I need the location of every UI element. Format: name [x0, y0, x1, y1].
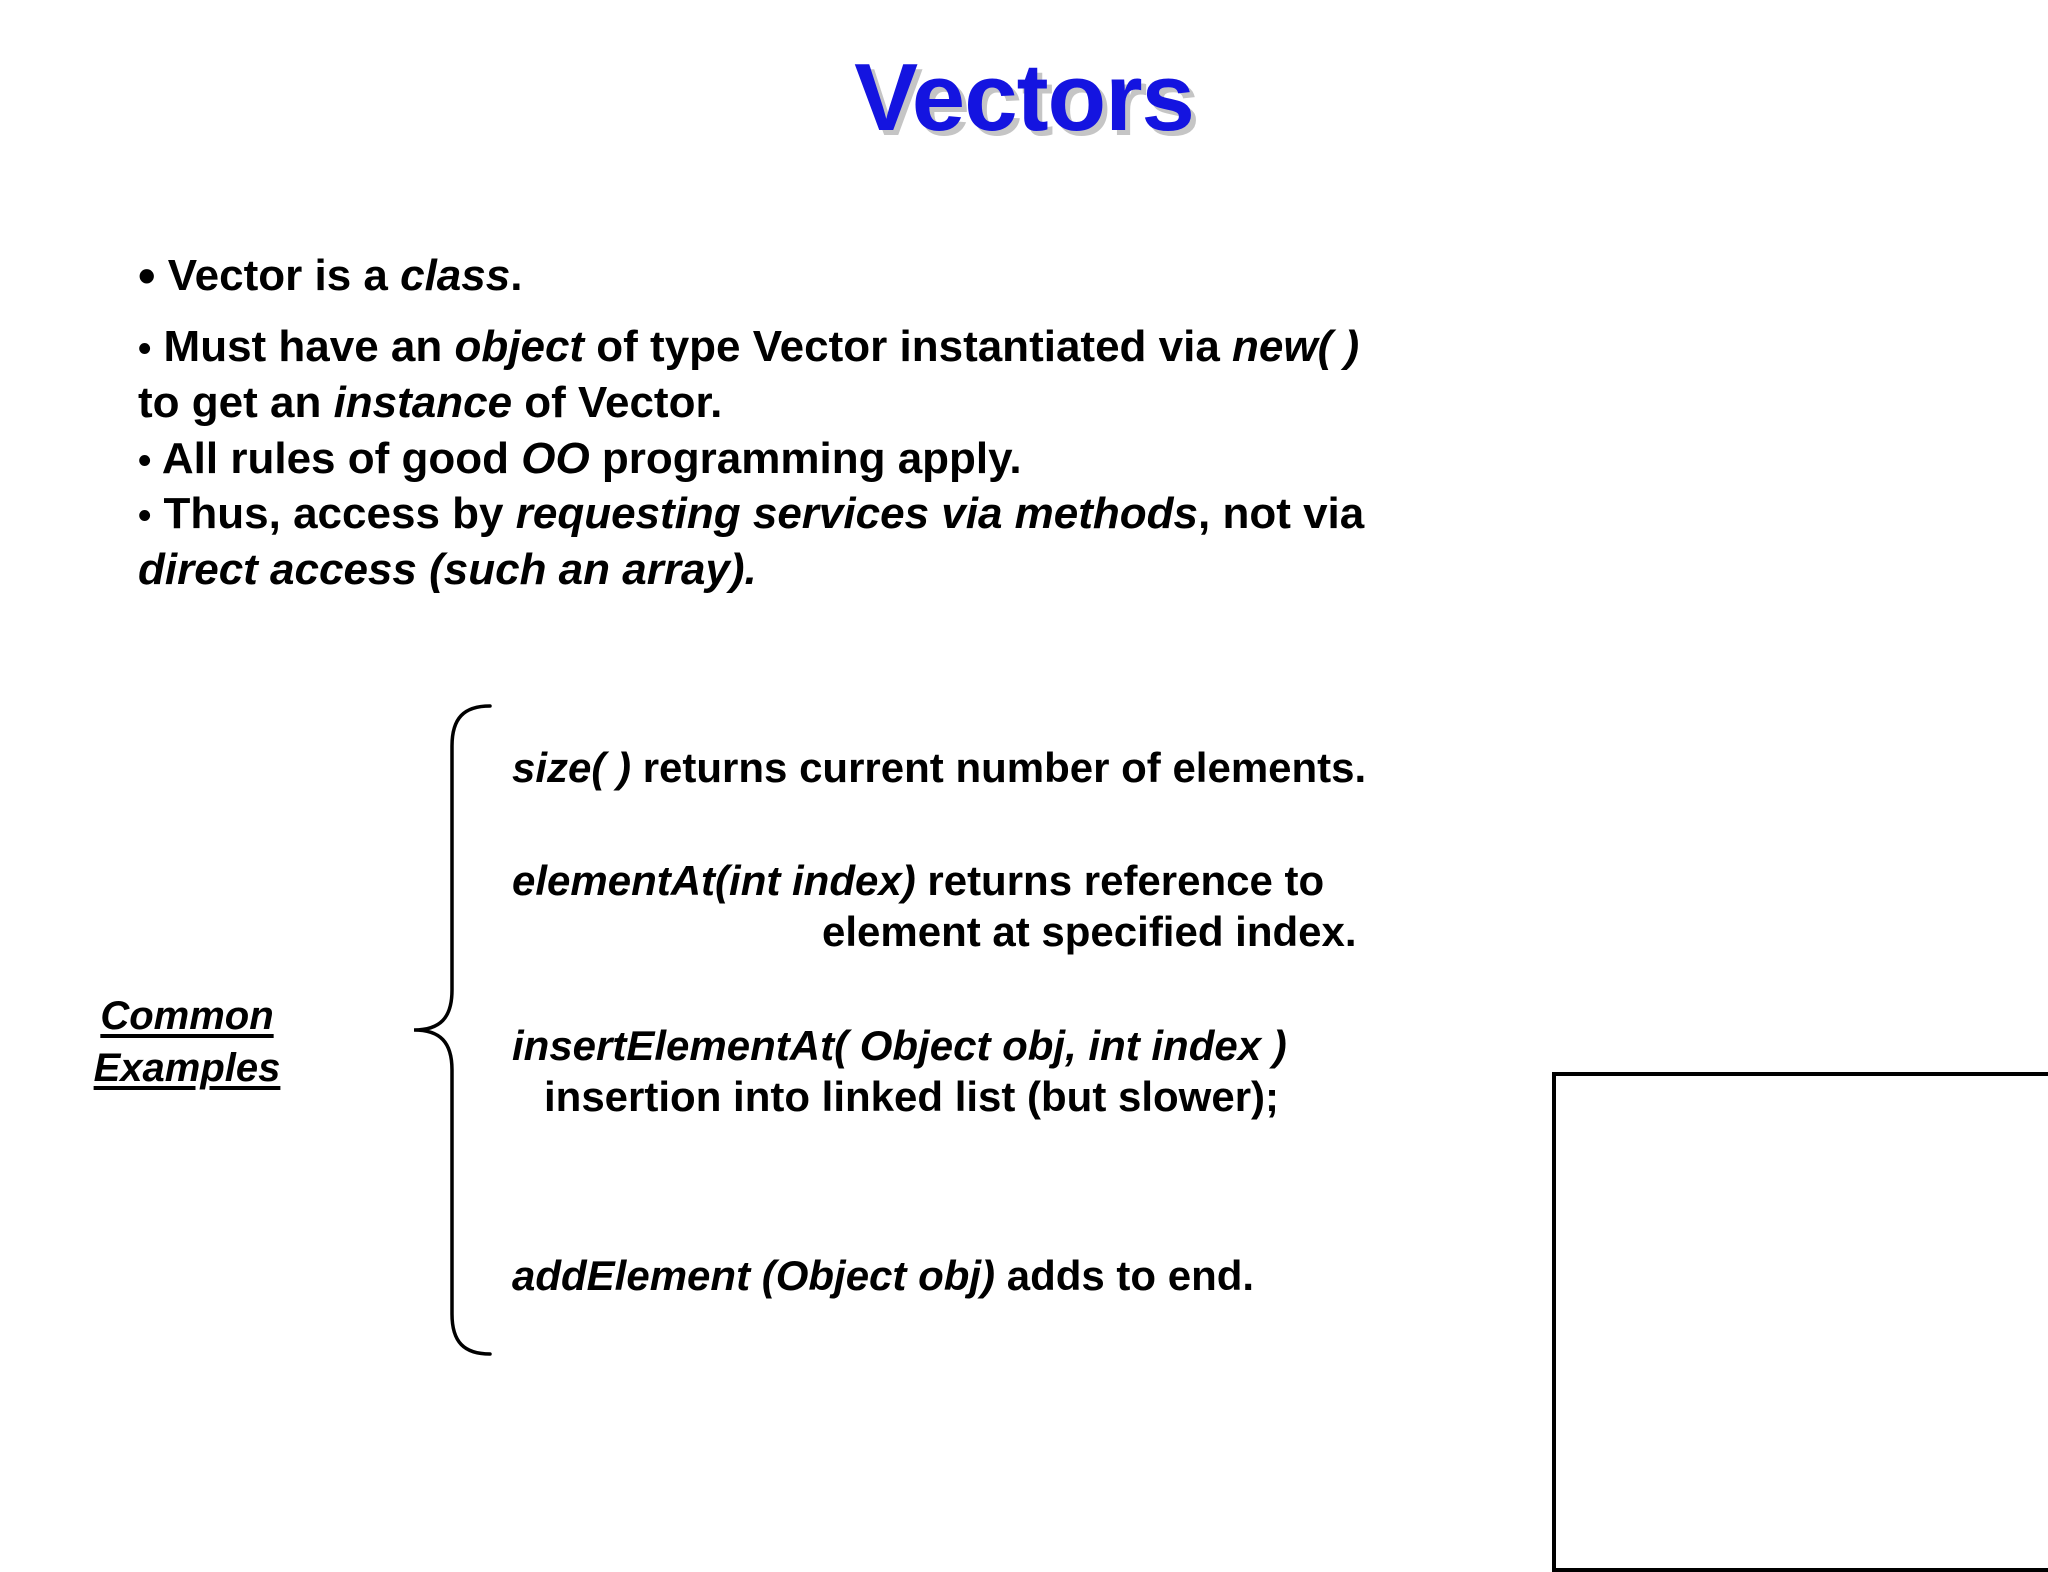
seg-italic: instance [333, 377, 513, 427]
method-size: size( ) returns current number of elemen… [512, 742, 1812, 793]
seg: Thus, access by [151, 489, 516, 539]
bullet-lead: • Vector is a class. [138, 248, 1938, 304]
bullet-marker-icon: • [138, 439, 152, 482]
method-name: insertElementAt( Object obj, int index ) [512, 1021, 1287, 1069]
seg-italic: direct access (such an array). [138, 545, 757, 594]
bullet-item-1-line-2: to get an instance of Vector. [138, 376, 1938, 430]
seg-italic: OO [521, 433, 590, 483]
bullet-item-3-line-1: • Thus, access by requesting services vi… [138, 487, 1938, 541]
seg: programming apply. [589, 433, 1022, 483]
seg: Must have an [151, 322, 455, 372]
method-insert-element-at: insertElementAt( Object obj, int index ) [512, 1020, 1812, 1071]
common-examples-line-2: Examples [93, 1046, 281, 1090]
bullet-body: • Vector is a class. • Must have an obje… [138, 248, 1938, 599]
curly-brace-icon [368, 700, 498, 1360]
seg: , not via [1198, 489, 1365, 539]
method-add-element: addElement (Object obj) adds to end. [512, 1250, 1812, 1301]
bullet-marker-icon: • [138, 328, 152, 371]
bullet-marker-icon: • [138, 495, 152, 538]
seg: of type Vector instantiated via [584, 322, 1233, 372]
seg-italic: requesting services via methods [515, 489, 1198, 539]
method-element-at: elementAt(int index) returns reference t… [512, 855, 1812, 906]
method-name: addElement (Object obj) [512, 1252, 996, 1300]
method-element-at-continuation: element at specified index. [822, 908, 1357, 956]
seg-italic: object [454, 322, 585, 372]
seg-italic: new( ) [1232, 322, 1360, 372]
method-description: returns reference to [915, 857, 1325, 905]
bullet-lead-text-1: Vector is a [155, 251, 401, 300]
methods-list: size( ) returns current number of elemen… [512, 742, 1812, 1301]
bullet-item-2-line-1: • All rules of good OO programming apply… [138, 432, 1938, 486]
slide-canvas: Vectors • Vector is a class. • Must have… [62, 44, 2048, 1572]
bullet-lead-text-2: . [510, 251, 523, 300]
bullet-marker-icon: • [138, 248, 156, 304]
method-name: size( ) [512, 744, 632, 791]
slide-title: Vectors [854, 44, 1195, 151]
method-name: elementAt(int index) [512, 857, 916, 905]
seg: to get an [138, 377, 334, 427]
bullet-item-1-line-1: • Must have an object of type Vector ins… [138, 320, 1938, 374]
method-description: adds to end. [995, 1252, 1255, 1300]
bullet-item-3-line-2: direct access (such an array). [138, 543, 1938, 597]
common-examples-line-1: Common [100, 994, 274, 1038]
method-insert-element-at-continuation: insertion into linked list (but slower); [544, 1072, 1280, 1120]
bullet-lead-italic: class [400, 251, 511, 300]
common-examples-label: Common Examples [62, 990, 312, 1094]
empty-content-box[interactable] [1552, 1072, 2048, 1572]
seg: of Vector. [512, 377, 723, 427]
seg: All rules of good [151, 433, 522, 483]
method-description: returns current number of elements. [631, 744, 1367, 791]
